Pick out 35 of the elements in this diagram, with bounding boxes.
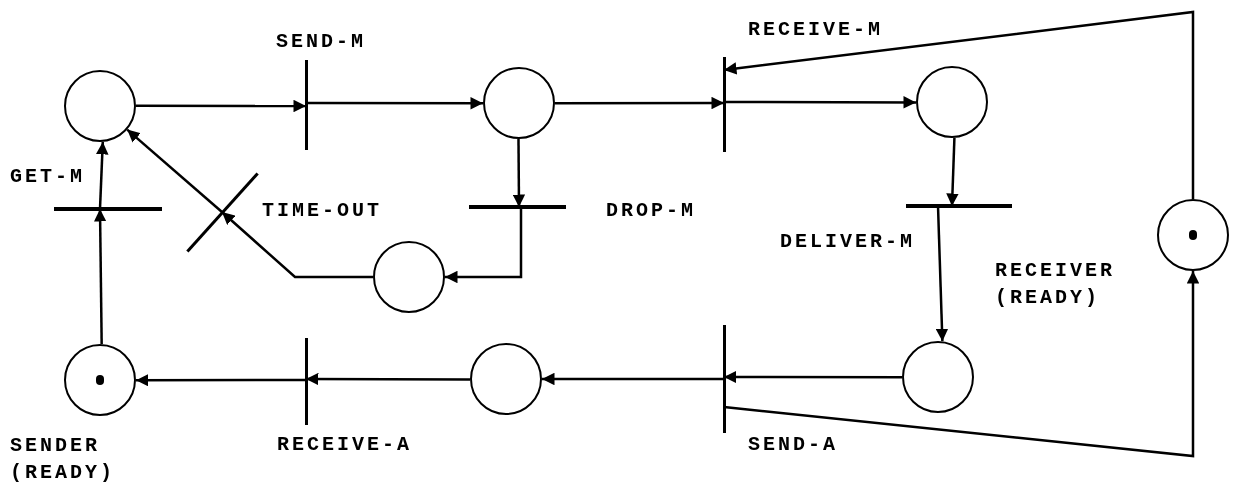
arc-arrow	[946, 137, 959, 207]
transition-bar	[304, 60, 308, 150]
arc-arrow	[306, 97, 483, 110]
arc-arrow	[306, 372, 470, 386]
arc-arrow	[935, 205, 949, 342]
arc-arrow	[542, 372, 724, 386]
arc-arrow	[512, 139, 526, 207]
transition-bar	[54, 207, 162, 211]
place-label: RECEIVER (READY)	[995, 258, 1116, 311]
arc-arrow	[724, 370, 902, 384]
transition-label: SEND-A	[748, 432, 838, 458]
transition-bar	[469, 205, 566, 209]
arc-arrow	[723, 271, 1200, 458]
arc-arrow	[724, 96, 916, 109]
transition-bar	[722, 57, 726, 152]
transition-bar	[722, 325, 726, 433]
arc-arrow	[93, 209, 107, 345]
transition-label: RECEIVE-M	[748, 17, 884, 43]
arc-arrow	[136, 99, 306, 113]
arc-arrow	[445, 207, 523, 284]
transition-label: TIME-OUT	[262, 198, 382, 224]
transition-label: RECEIVE-A	[277, 432, 413, 458]
arc-arrow	[221, 211, 373, 279]
arc-arrow	[126, 128, 223, 213]
transition-bar	[304, 338, 308, 425]
place-label: SENDER (READY)	[10, 433, 116, 486]
arc-arrow	[723, 10, 1195, 199]
transition-label: DELIVER-M	[780, 229, 916, 255]
arc-arrow	[555, 96, 724, 110]
transition-label: SEND-M	[276, 29, 366, 55]
arc-arrow	[136, 374, 306, 387]
transition-bar	[906, 204, 1012, 208]
transition-label: GET-M	[10, 164, 85, 190]
transition-label: DROP-M	[606, 198, 696, 224]
arc-arrow	[96, 141, 109, 210]
